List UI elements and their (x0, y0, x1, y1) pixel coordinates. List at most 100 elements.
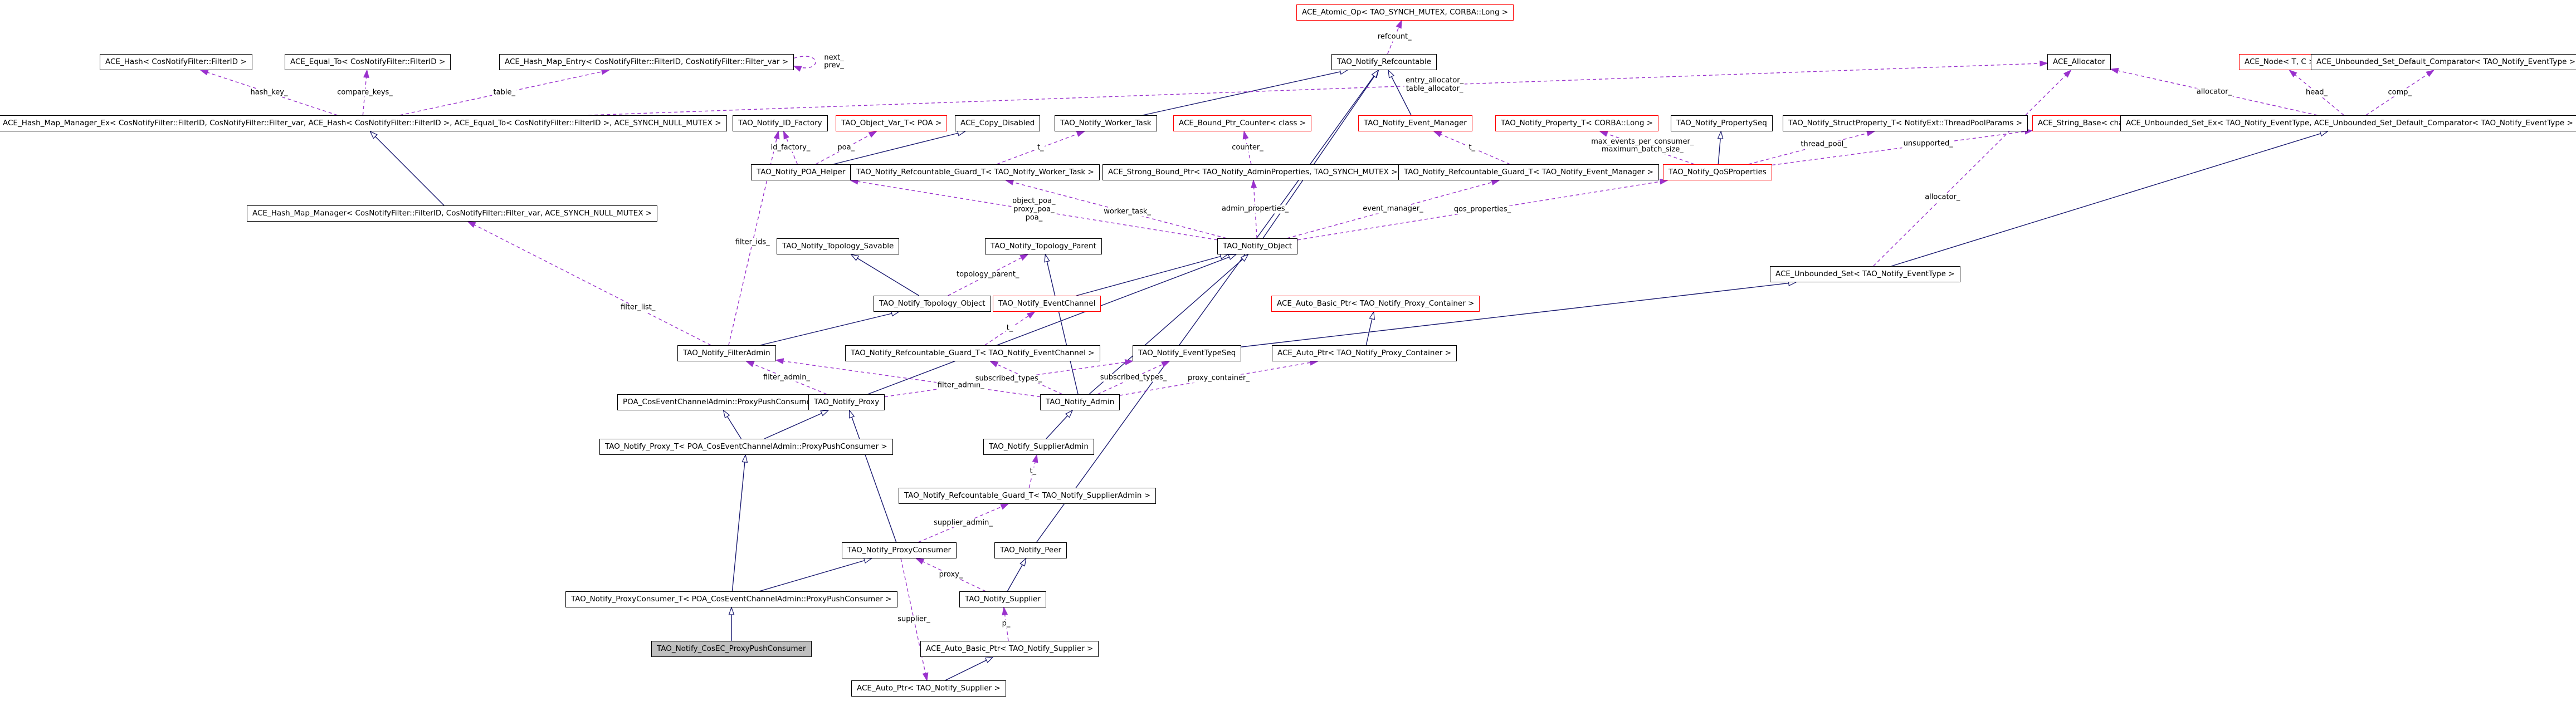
class-node-notify_object[interactable]: TAO_Notify_Object (1217, 238, 1298, 254)
class-node-hash_map_entry[interactable]: ACE_Hash_Map_Entry< CosNotifyFilter::Fil… (499, 54, 794, 70)
edge-arrowhead (723, 409, 730, 419)
class-node-filter_admin[interactable]: TAO_Notify_FilterAdmin (677, 345, 776, 361)
usage-edge-line (1433, 131, 1510, 165)
class-node-ace_copy_disabled[interactable]: ACE_Copy_Disabled (955, 115, 1041, 131)
class-node-topology_object[interactable]: TAO_Notify_Topology_Object (874, 296, 991, 312)
edge-arrowhead (1124, 359, 1134, 365)
inheritance-edge-line (1036, 70, 1379, 543)
class-node-event_channel: TAO_Notify_EventChannel (993, 296, 1101, 312)
class-node-guard_worker[interactable]: TAO_Notify_Refcountable_Guard_T< TAO_Not… (851, 164, 1100, 180)
edge-arrowhead (467, 221, 476, 228)
class-node-auto_ptr_pc[interactable]: ACE_Auto_Ptr< TAO_Notify_Proxy_Container… (1272, 345, 1457, 361)
class-node-proxy_t[interactable]: TAO_Notify_Proxy_T< POA_CosEventChannelA… (599, 439, 893, 455)
class-node-strong_bound_ptr[interactable]: ACE_Strong_Bound_Ptr< TAO_Notify_AdminPr… (1102, 164, 1403, 180)
inheritance-edge-line (848, 410, 897, 543)
edge-arrowhead (820, 410, 830, 416)
inheritance-edge-line (1142, 70, 1348, 116)
class-node-bound_ptr_counter: ACE_Bound_Ptr_Counter< class > (1173, 115, 1312, 131)
usage-edge-line (467, 221, 711, 346)
inheritance-edge-line (1241, 282, 1796, 347)
edge-arrowhead (1240, 253, 1249, 262)
class-node-notify_peer[interactable]: TAO_Notify_Peer (994, 542, 1067, 558)
edge-arrowhead (1599, 131, 1608, 137)
class-node-proxy_consumer[interactable]: TAO_Notify_ProxyConsumer (842, 542, 957, 558)
edge-arrowhead (2063, 69, 2072, 78)
edge-arrowhead (989, 361, 999, 367)
edge-arrowhead (1076, 131, 1086, 137)
class-node-topology_parent[interactable]: TAO_Notify_Topology_Parent (985, 238, 1102, 254)
edge-arrowhead (363, 69, 369, 79)
class-node-tao_object_var_t: TAO_Object_Var_T< POA > (836, 115, 948, 131)
edge-arrowhead (1032, 454, 1038, 463)
class-node-supplier_admin[interactable]: TAO_Notify_SupplierAdmin (983, 439, 1094, 455)
edge-arrowhead (1019, 557, 1027, 567)
usage-edge-line (775, 360, 1041, 398)
class-node-worker_task[interactable]: TAO_Notify_Worker_Task (1055, 115, 1157, 131)
edge-arrowhead (1251, 179, 1257, 188)
inheritance-edge-line (760, 311, 899, 346)
class-node-property_seq[interactable]: TAO_Notify_PropertySeq (1671, 115, 1773, 131)
edge-arrowhead (1388, 69, 1394, 79)
edge-arrowhead (1026, 311, 1036, 319)
usage-edge-line (996, 131, 1085, 165)
edge-arrowhead (1044, 253, 1050, 263)
class-node-property_t: TAO_Notify_Property_T< CORBA::Long > (1495, 115, 1659, 131)
class-node-comparator[interactable]: ACE_Unbounded_Set_Default_Comparator< TA… (2311, 54, 2576, 70)
class-node-ace_equal_to[interactable]: ACE_Equal_To< CosNotifyFilter::FilterID … (285, 54, 451, 70)
class-node-refcountable[interactable]: TAO_Notify_Refcountable (1331, 54, 1437, 70)
edge-arrowhead (1019, 254, 1029, 261)
edge-arrowhead (369, 130, 378, 139)
class-node-ace_allocator[interactable]: ACE_Allocator (2047, 54, 2111, 70)
edge-arrowhead (2426, 70, 2435, 77)
class-node-ace_node: ACE_Node< T, C > (2239, 54, 2321, 70)
class-node-id_factory[interactable]: TAO_Notify_ID_Factory (733, 115, 828, 131)
class-node-event_type_seq[interactable]: TAO_Notify_EventTypeSeq (1133, 345, 1242, 361)
class-node-poa_helper[interactable]: TAO_Notify_POA_Helper (751, 164, 851, 180)
class-node-ace_hash[interactable]: ACE_Hash< CosNotifyFilter::FilterID > (100, 54, 252, 70)
usage-edge-line (1297, 180, 1668, 241)
class-node-auto_ptr_sup[interactable]: ACE_Auto_Ptr< TAO_Notify_Supplier > (851, 680, 1006, 697)
class-node-notify_admin[interactable]: TAO_Notify_Admin (1040, 394, 1120, 410)
usage-edge-line (1006, 180, 1227, 239)
class-node-auto_basic_ptr_pc: ACE_Auto_Basic_Ptr< TAO_Notify_Proxy_Con… (1271, 296, 1480, 312)
inheritance-edge-line (867, 254, 1237, 395)
edge-arrowhead (1065, 409, 1074, 418)
class-node-poa_cosec[interactable]: POA_CosEventChannelAdmin::ProxyPushConsu… (617, 394, 820, 410)
inheritance-edge-line (1076, 254, 1228, 296)
inheritance-edge-line (731, 454, 746, 592)
class-node-topology_savable[interactable]: TAO_Notify_Topology_Savable (777, 238, 900, 254)
class-node-unbounded_set_ex[interactable]: ACE_Unbounded_Set_Ex< TAO_Notify_EventTy… (2120, 115, 2576, 131)
edge-arrowhead (728, 606, 735, 615)
inheritance-edge-line (945, 656, 993, 681)
class-node-notify_proxy[interactable]: TAO_Notify_Proxy (808, 394, 885, 410)
class-node-unbounded_set[interactable]: ACE_Unbounded_Set< TAO_Notify_EventType … (1770, 266, 1960, 282)
class-node-auto_basic_ptr_sup[interactable]: ACE_Auto_Basic_Ptr< TAO_Notify_Supplier … (920, 641, 1099, 657)
edge-arrowhead (1242, 130, 1249, 140)
usage-edge-line (1772, 130, 2033, 166)
inheritance-edge-line (851, 254, 920, 296)
class-node-hash_map_manager[interactable]: ACE_Hash_Map_Manager< CosNotifyFilter::F… (247, 205, 658, 222)
edge-arrowhead (2040, 60, 2048, 67)
class-node-hash_map_manager_ex[interactable]: ACE_Hash_Map_Manager_Ex< CosNotifyFilter… (0, 115, 727, 131)
edge-arrowhead (1228, 254, 1237, 260)
inheritance-edge-line (764, 410, 829, 439)
edge-arrowhead (1371, 69, 1379, 79)
class-node-guard_ec[interactable]: TAO_Notify_Refcountable_Guard_T< TAO_Not… (845, 345, 1100, 361)
edge-arrowhead (773, 130, 780, 140)
edge-arrowhead (1717, 130, 1724, 140)
class-node-guard_event_mgr[interactable]: TAO_Notify_Refcountable_Guard_T< TAO_Not… (1398, 164, 1659, 180)
class-node-cosec_ppc: TAO_Notify_CosEC_ProxyPushConsumer (651, 641, 812, 657)
usage-edge-line (984, 311, 1035, 346)
class-node-notify_supplier[interactable]: TAO_Notify_Supplier (959, 591, 1046, 607)
class-node-guard_sa[interactable]: TAO_Notify_Refcountable_Guard_T< TAO_Not… (899, 488, 1157, 504)
class-node-struct_property[interactable]: TAO_Notify_StructProperty_T< NotifyExt::… (1783, 115, 2028, 131)
class-node-proxy_consumer_t[interactable]: TAO_Notify_ProxyConsumer_T< POA_CosEvent… (565, 591, 897, 607)
usage-edge-line (2365, 70, 2434, 116)
usage-edge-line (588, 62, 2048, 116)
edge-arrowhead (1002, 606, 1008, 616)
inheritance-edge-line (369, 131, 445, 206)
edge-arrowhead (775, 358, 784, 365)
edge-arrowhead (984, 656, 994, 663)
